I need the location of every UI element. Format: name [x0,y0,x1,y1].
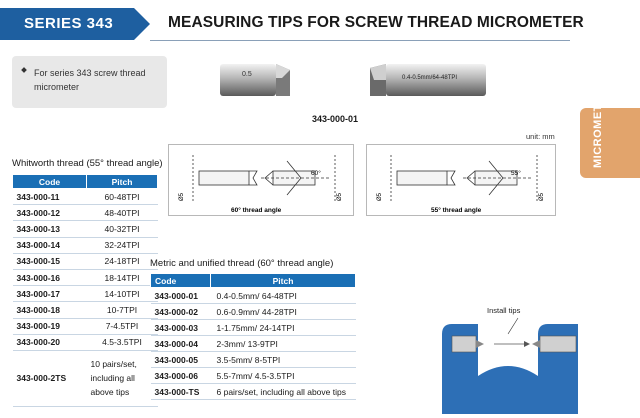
row-pitch: 18-14TPI [86,269,158,287]
diagram-55-angle: 55° [511,169,521,177]
row-code: 343-000-18 [12,301,87,319]
row-pitch: 3.5-5mm/ 8-5TPI [210,351,356,368]
set-pitch: 6 pairs/set, including all above tips [210,383,356,400]
tip-right-marking: 0.4-0.5mm/64-48TPI [402,75,457,81]
diagram-60-drawing: Ø5 Ø5 60° 60° thread angle [179,155,343,214]
set-code: 343-000-2TS [12,350,87,407]
side-tab: MICROMETER [580,88,640,178]
whitworth-header-code: Code [12,174,87,189]
row-code: 343-000-02 [150,303,211,320]
row-pitch: 10-7TPI [86,301,158,319]
diagram-55-dim-a: Ø5 [377,192,383,201]
series-label: SERIES 343 [24,15,114,32]
metric-header-pitch: Pitch [210,273,356,288]
whitworth-header-row: Code Pitch [12,174,158,189]
series-badge-shape [0,8,150,40]
tip-right-image: 0.4-0.5mm/64-48TPI [370,64,486,96]
install-label: Install tips [487,306,521,315]
metric-caption: Metric and unified thread (60° thread an… [150,258,334,269]
row-pitch: 7-4.5TPI [86,318,158,335]
set-code: 343-000-TS [150,383,211,400]
row-code: 343-000-01 [150,287,211,304]
diagram-60-angle: 60° [311,169,321,177]
metric-header-row: Code Pitch [150,273,356,288]
diagram-55-caption: 55° thread angle [431,206,482,214]
row-code: 343-000-12 [12,204,87,222]
row-pitch: 4.5-3.5TPI [86,334,158,351]
product-part-number: 343-000-01 [312,114,359,124]
whitworth-caption: Whitworth thread (55° thread angle) [12,158,163,169]
row-code: 343-000-06 [150,367,211,384]
page-title: MEASURING TIPS FOR SCREW THREAD MICROMET… [168,14,584,31]
row-pitch: 40-32TPI [86,220,158,238]
tip-left-image: 0.5 [220,64,290,96]
note-box [12,56,167,108]
diagram-60-caption: 60° thread angle [231,206,282,214]
tip-left-marking: 0.5 [242,71,252,78]
header-rule [150,40,570,41]
row-code: 343-000-11 [12,188,87,206]
row-pitch: 0.4-0.5mm/ 64-48TPI [210,287,356,304]
row-pitch: 60-48TPI [86,188,158,206]
row-code: 343-000-05 [150,351,211,368]
install-illustration [442,317,578,414]
row-code: 343-000-16 [12,269,87,287]
series-badge: SERIES 343 [0,8,150,40]
metric-header-code: Code [150,273,211,288]
diagram-60-dim-b: Ø5 [337,192,343,201]
row-code: 343-000-03 [150,319,211,336]
row-code: 343-000-04 [150,335,211,352]
row-pitch: 14-10TPI [86,285,158,303]
set-pitch: 10 pairs/set, including all above tips [86,350,158,407]
unit-label: unit: mm [526,132,555,141]
diagram-60: Ø5 Ø5 60° 60° thread angle [168,144,354,216]
row-pitch: 2-3mm/ 13-9TPI [210,335,356,352]
diagram-55: Ø5 Ø5 55° 55° thread angle [366,144,556,216]
row-code: 343-000-20 [12,334,87,351]
row-code: 343-000-13 [12,220,87,238]
row-pitch: 5.5-7mm/ 4.5-3.5TPI [210,367,356,384]
row-code: 343-000-15 [12,253,87,270]
row-pitch: 0.6-0.9mm/ 44-28TPI [210,303,356,320]
row-code: 343-000-17 [12,285,87,303]
diagram-55-drawing: Ø5 Ø5 55° 55° thread angle [377,155,545,214]
whitworth-header-pitch: Pitch [86,174,158,189]
side-tab-label: MICROMETER [592,87,604,168]
row-pitch: 48-40TPI [86,204,158,222]
row-code: 343-000-19 [12,318,87,335]
row-pitch: 32-24TPI [86,237,158,254]
row-pitch: 24-18TPI [86,253,158,270]
diagram-60-dim-a: Ø5 [179,192,185,201]
diagram-55-dim-b: Ø5 [539,192,545,201]
note-text: For series 343 screw thread micrometer [34,68,146,92]
row-pitch: 1-1.75mm/ 24-14TPI [210,319,356,336]
row-code: 343-000-14 [12,237,87,254]
